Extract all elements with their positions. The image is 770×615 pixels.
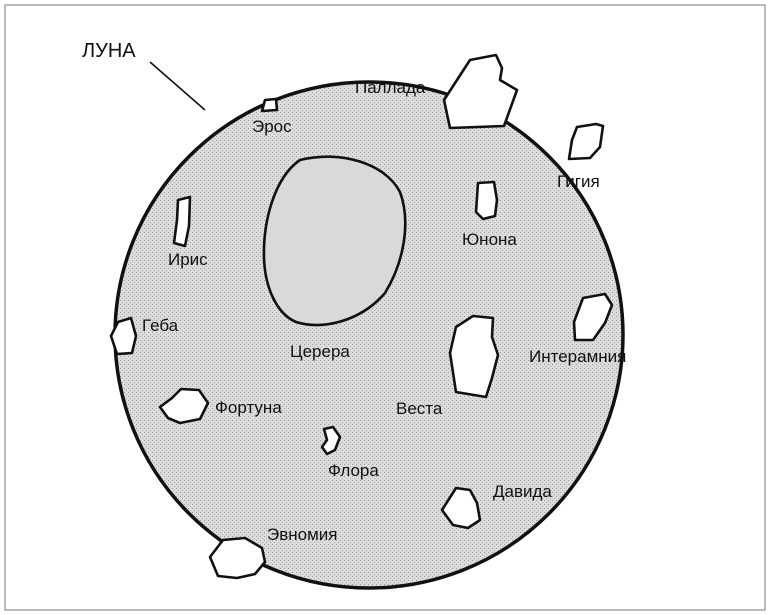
hygiea-shape — [569, 124, 603, 159]
hebe-label: Геба — [142, 316, 179, 335]
moon-leader-line — [150, 62, 205, 110]
vesta-shape — [450, 316, 498, 397]
flora-label: Флора — [328, 461, 379, 480]
moon-disk — [115, 82, 623, 588]
vesta-label: Веста — [396, 399, 443, 418]
davida-label: Давида — [493, 482, 552, 501]
juno-label: Юнона — [462, 230, 517, 249]
hygiea-label: Гигия — [557, 172, 600, 191]
eunomia-label: Эвномия — [267, 525, 337, 544]
eunomia-shape — [210, 538, 265, 578]
eros-label: Эрос — [252, 117, 292, 136]
pallas-shape — [444, 55, 517, 128]
moon-label: ЛУНА — [82, 40, 136, 62]
fortuna-label: Фортуна — [215, 398, 282, 417]
interamnia-label: Интерамния — [529, 347, 626, 366]
ceres-label: Церера — [290, 342, 350, 361]
iris-label: Ирис — [168, 250, 208, 269]
eros-shape — [262, 99, 277, 111]
pallas-label: Паллада — [355, 78, 426, 97]
juno-shape — [476, 182, 497, 219]
